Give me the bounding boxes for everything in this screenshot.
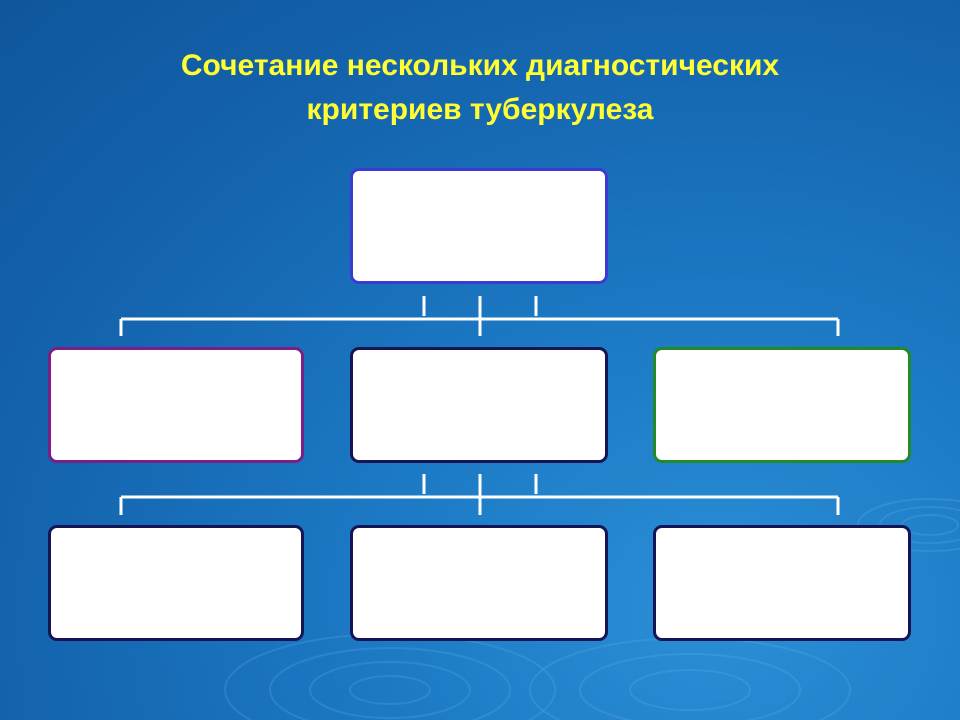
diagram-box-top bbox=[350, 168, 608, 284]
diagram-box-level1-center bbox=[350, 347, 608, 463]
diagram-box-level2-left bbox=[48, 525, 304, 641]
diagram-box-level1-right bbox=[653, 347, 911, 463]
diagram-box-level2-right bbox=[653, 525, 911, 641]
slide-title: Сочетание нескольких диагностических кри… bbox=[0, 44, 960, 132]
title-line-2: критериев туберкулеза bbox=[306, 93, 654, 126]
diagram-box-level2-center bbox=[350, 525, 608, 641]
diagram-box-level1-left bbox=[48, 347, 304, 463]
title-line-1: Сочетание нескольких диагностических bbox=[180, 49, 780, 82]
